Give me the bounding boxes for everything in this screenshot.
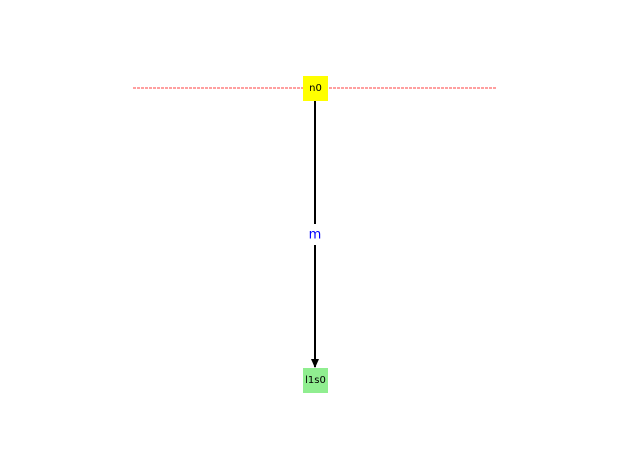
node-n0[interactable]: n0 [303,76,328,101]
node-n0-box [303,76,328,101]
node-l1s0-label: l1s0 [305,375,326,386]
node-l1s0[interactable]: l1s0 [303,368,328,393]
node-l1s0-box [303,368,328,393]
edge-label-m: m [309,228,322,243]
node-n0-label: n0 [309,83,322,94]
edge-label-background [306,224,324,245]
